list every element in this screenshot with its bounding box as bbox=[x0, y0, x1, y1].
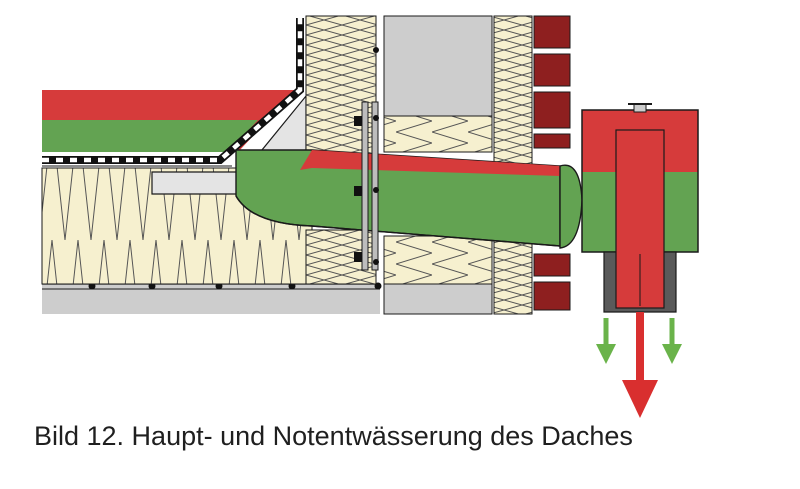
figure-caption: Bild 12. Haupt- und Notentwässerung des … bbox=[34, 421, 633, 451]
roof-slab bbox=[42, 282, 382, 314]
roof-layers bbox=[42, 18, 304, 167]
emergency-overflow-arrow-left bbox=[596, 318, 616, 364]
outflow-arrows bbox=[596, 312, 682, 418]
emergency-overflow-arrow-right bbox=[662, 318, 682, 364]
main-drain-arrow bbox=[622, 312, 658, 418]
rainwater-head bbox=[581, 103, 699, 313]
wall-core bbox=[383, 15, 493, 315]
flange-plates bbox=[354, 47, 379, 271]
